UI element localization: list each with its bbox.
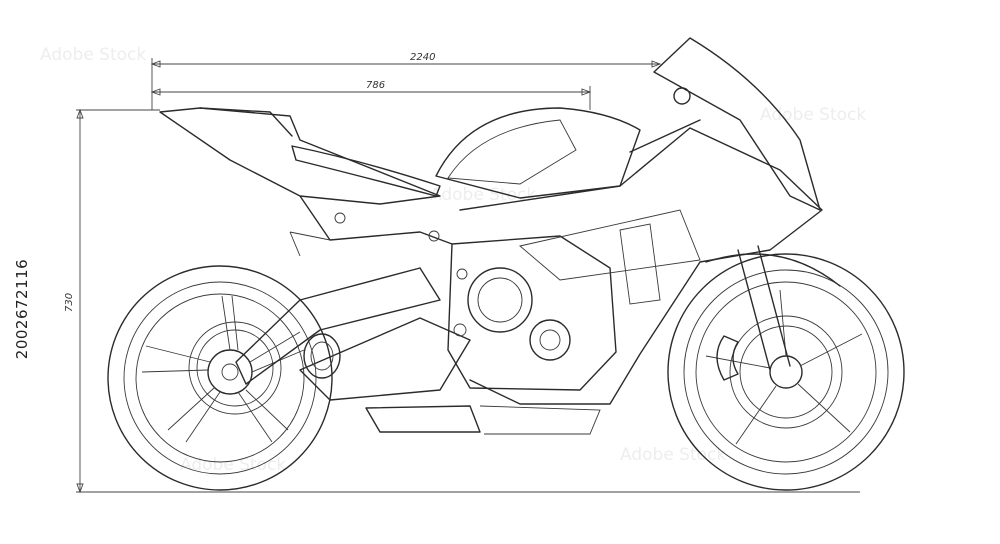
dimension-height: 730: [64, 108, 860, 494]
dimension-overall-length: 2240: [150, 52, 662, 110]
dimension-label-partial: 786: [366, 80, 385, 91]
watermark-text: Adobe Stock: [430, 185, 536, 205]
front-fork: [705, 245, 841, 371]
fuel-tank: [435, 107, 641, 199]
front-wheel: [667, 253, 905, 491]
dimension-partial: 786: [150, 80, 592, 110]
seat: [291, 145, 441, 197]
dimension-label-height: 730: [64, 293, 75, 312]
swingarm: [235, 267, 441, 385]
frame: [289, 195, 468, 337]
engine: [447, 235, 617, 391]
dimension-label-length: 2240: [410, 52, 435, 63]
watermark-text: Adobe Stock: [620, 445, 726, 465]
front-brake-disc: [716, 315, 843, 429]
tail-section: [159, 107, 441, 205]
watermark-text: Adobe Stock: [40, 45, 146, 65]
watermark-pattern: Adobe Stock Adobe Stock Adobe Stock Adob…: [40, 45, 866, 475]
watermark-text: Adobe Stock: [180, 455, 286, 475]
windscreen: [653, 37, 821, 211]
belly-pan: [365, 405, 601, 435]
exhaust: [299, 317, 471, 401]
rear-brake-disc: [188, 321, 282, 415]
side-fairing: [459, 127, 823, 405]
stock-id-label: 2002672116: [13, 258, 31, 360]
watermark-text: Adobe Stock: [760, 105, 866, 125]
handlebar: [629, 87, 701, 153]
